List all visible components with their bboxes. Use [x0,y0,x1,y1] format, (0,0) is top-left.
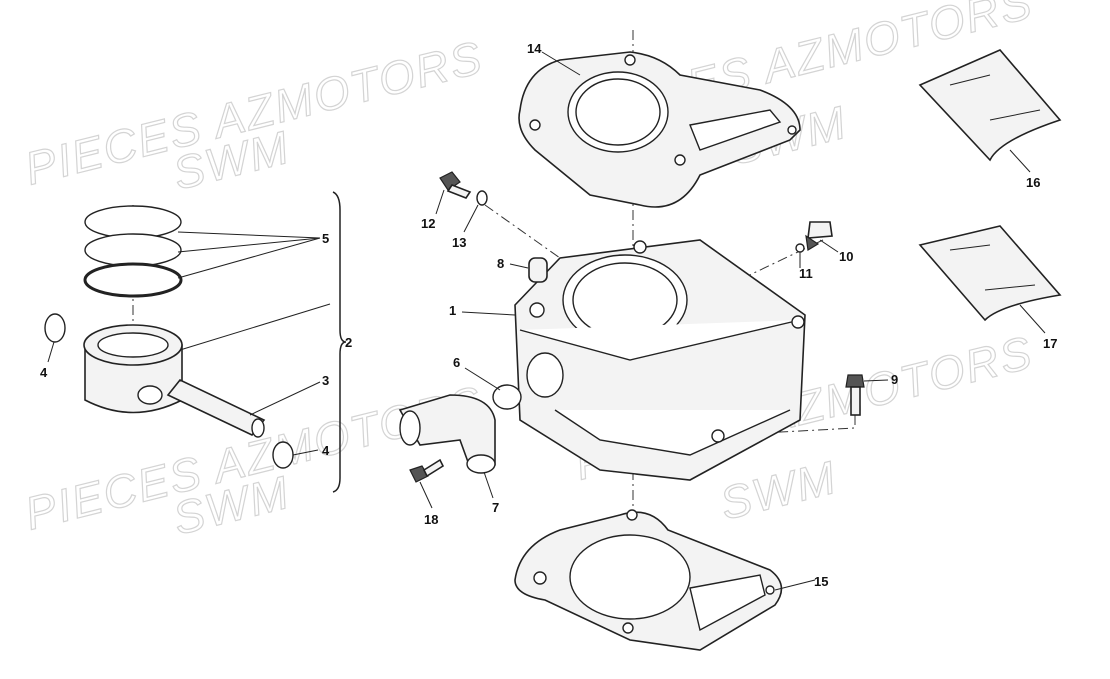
callout-10: 10 [839,249,853,264]
callout-17: 17 [1043,336,1057,351]
callout-11: 11 [799,266,813,281]
callout-8: 8 [497,256,504,271]
axis-bolt-12 [484,204,561,259]
callout-9: 9 [891,372,898,387]
callout-15: 15 [814,574,828,589]
callout-2: 2 [345,335,352,350]
callout-14: 14 [527,41,542,56]
o-ring-6 [492,384,522,410]
water-elbow [398,394,496,474]
base-gasket [514,509,783,651]
piston-rings [83,205,183,298]
circlip-4-right [272,441,294,469]
circlip-4-left [44,313,66,343]
dowel-pin [528,257,548,283]
callout-13: 13 [452,235,466,250]
cylinder [514,239,806,481]
assembly-bracket [332,191,347,493]
piston-pin [166,379,266,438]
washer-13 [476,190,488,206]
kit-bag-17 [918,225,1062,322]
callout-1: 1 [449,303,456,318]
callout-7: 7 [492,500,499,515]
callout-5: 5 [322,231,329,246]
bolt-12 [439,171,472,199]
leader-lines [47,51,1046,591]
callout-4-right: 4 [322,443,330,458]
head-gasket [518,51,801,208]
watermark-text: SWM [715,451,842,530]
o-ring-11 [795,243,805,253]
callout-4-left: 4 [40,365,48,380]
sensor-10 [805,221,833,251]
callout-16: 16 [1026,175,1040,190]
piston [83,324,183,414]
kit-bag-16 [918,49,1062,162]
callout-6: 6 [453,355,460,370]
bolt-18 [409,458,445,483]
bolt-9 [845,374,865,416]
callout-3: 3 [322,373,329,388]
callout-18: 18 [424,512,438,527]
callout-12: 12 [421,216,435,231]
